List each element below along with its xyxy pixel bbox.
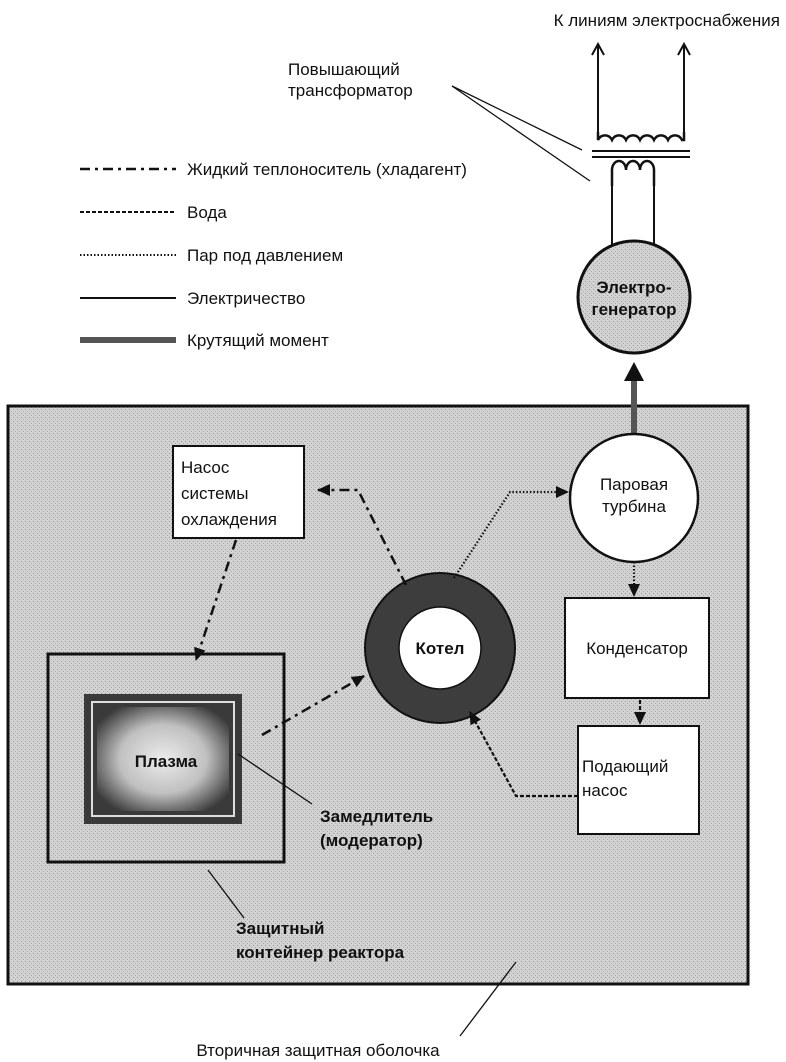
generator (576, 239, 692, 355)
coolant-pump (172, 445, 305, 539)
boiler-core (398, 606, 482, 690)
reactor-container-label-line2: контейнер реактора (236, 943, 405, 962)
steam-flow-boiler-to-turbine (453, 486, 569, 579)
legend: Жидкий теплоноситель (хладагент) Вода Па… (80, 160, 467, 350)
reactor-container-leader (207, 869, 245, 919)
feed-pump-label-line1: Подающий (582, 757, 668, 776)
generator-label-line1: Электро- (597, 278, 672, 297)
turbine-label-line2: турбина (602, 497, 666, 516)
plasma-label: Плазма (135, 752, 198, 771)
transformer-leader-1 (451, 85, 583, 151)
legend-liquid-coolant: Жидкий теплоноситель (хладагент) (187, 160, 467, 179)
transformer-secondary-coil (610, 159, 656, 186)
transformer-leader-2 (451, 85, 591, 182)
secondary-shell-label: Вторичная защитная оболочка (196, 1041, 440, 1060)
plasma-outer-line (91, 701, 235, 817)
moderator-label-line1: Замедлитель (320, 807, 433, 826)
legend-electricity: Электричество (187, 289, 305, 308)
legend-torque: Крутящий момент (187, 331, 329, 350)
torque-arrowhead (624, 362, 644, 381)
turbine-label-line1: Паровая (600, 475, 668, 494)
coolant-flow-plasma-to-boiler (261, 674, 365, 737)
plasma-core (97, 707, 229, 811)
transformer (592, 132, 690, 186)
secondary-shell-leader (459, 961, 517, 1037)
coolant-flow-pump-to-plasma (194, 539, 238, 661)
transformer-label-line1: Повышающий (288, 60, 400, 79)
feed-pump-label-line2: насос (582, 781, 628, 800)
boiler-label: Котел (416, 639, 465, 658)
legend-steam: Пар под давлением (187, 246, 343, 265)
condenser (564, 597, 710, 699)
legend-water: Вода (187, 203, 227, 222)
condenser-label: Конденсатор (586, 639, 688, 658)
power-lines-label: К линиям электроснабжения (554, 11, 780, 30)
water-flow-feed-pump-to-boiler (469, 711, 578, 798)
transformer-label-line2: трансформатор (288, 81, 413, 100)
pump-label-line2: системы (181, 484, 248, 503)
pump-label-line1: Насос (181, 458, 230, 477)
transformer-primary-coil (596, 132, 686, 143)
moderator-leader (237, 753, 313, 805)
feed-pump (577, 725, 700, 835)
moderator-label-line2: (модератор) (320, 831, 423, 850)
generator-label-line2: генератор (592, 300, 677, 319)
reactor-container-label-line1: Защитный (236, 919, 324, 938)
pump-label-line3: охлаждения (181, 510, 277, 529)
